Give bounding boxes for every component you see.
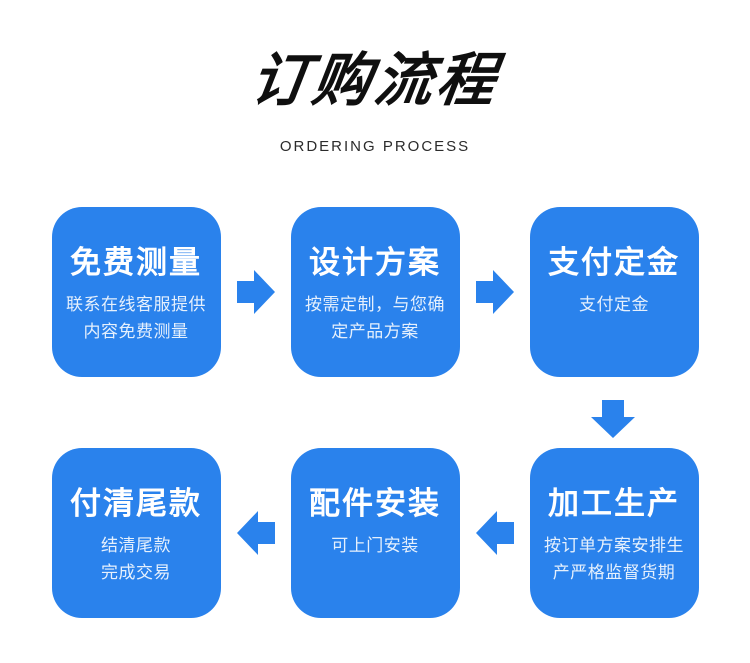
step-title: 加工生产 [548, 485, 680, 521]
arrow-right-icon [460, 207, 530, 377]
step-title: 付清尾款 [70, 485, 202, 521]
step-desc: 联系在线客服提供 内容免费测量 [66, 295, 206, 342]
arrow-right-icon [221, 207, 291, 377]
arrow-right-glyph [475, 269, 514, 314]
step-desc: 支付定金 [579, 295, 649, 315]
step-card-pay-deposit: 支付定金 支付定金 [529, 206, 699, 377]
step-desc: 结清尾款 完成交易 [101, 536, 171, 583]
step-desc: 可上门安装 [331, 536, 419, 556]
step-title: 免费测量 [70, 244, 202, 280]
step-card-production: 加工生产 按订单方案安排生 产严格监督货期 [529, 447, 699, 618]
arrow-down-icon [591, 399, 635, 438]
step-card-free-measurement: 免费测量 联系在线客服提供 内容免费测量 [51, 206, 221, 377]
step-title: 支付定金 [548, 244, 680, 280]
flow-row-1: 免费测量 联系在线客服提供 内容免费测量 设计方案 按需定制，与您确 定产品方案… [0, 206, 750, 377]
step-card-accessory-installation: 配件安装 可上门安装 [290, 447, 460, 618]
page-subtitle: ORDERING PROCESS [279, 137, 471, 155]
flow-connector [0, 377, 750, 448]
arrow-left-glyph [236, 510, 275, 555]
page-title: 订购流程 [246, 48, 504, 113]
arrow-down-glyph [591, 399, 635, 438]
arrow-left-icon [460, 448, 530, 618]
step-title: 设计方案 [309, 244, 441, 280]
step-card-design-plan: 设计方案 按需定制，与您确 定产品方案 [290, 206, 460, 377]
step-title: 配件安装 [309, 485, 441, 521]
step-desc: 按订单方案安排生 产严格监督货期 [544, 536, 684, 583]
step-card-final-payment: 付清尾款 结清尾款 完成交易 [51, 447, 221, 618]
arrow-left-glyph [475, 510, 514, 555]
arrow-left-icon [221, 448, 291, 618]
arrow-right-glyph [236, 269, 275, 314]
step-desc: 按需定制，与您确 定产品方案 [305, 295, 445, 342]
flow-row-2: 付清尾款 结清尾款 完成交易 配件安装 可上门安装 加工生产 按订单方案安排生 … [0, 447, 750, 618]
